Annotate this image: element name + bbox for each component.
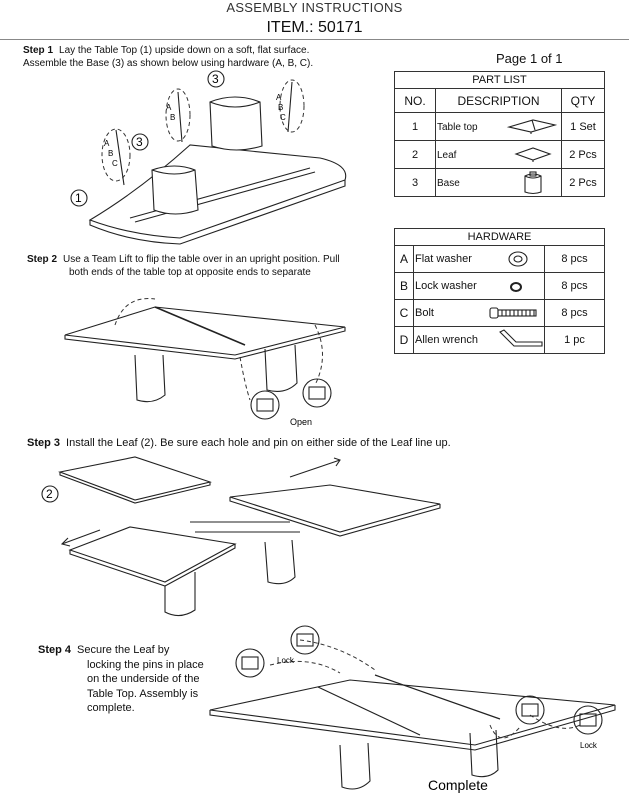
lock-detail-open-2 bbox=[302, 378, 332, 408]
part-no: 3 bbox=[394, 168, 436, 197]
step-2-line1: Use a Team Lift to flip the table over i… bbox=[63, 254, 340, 265]
step-2-illustration: Open bbox=[64, 298, 346, 427]
hw-letter: D bbox=[394, 326, 414, 354]
hw-name: Flat washer bbox=[415, 253, 472, 265]
leaf-part bbox=[57, 456, 212, 501]
svg-text:A: A bbox=[104, 139, 110, 148]
part-desc: Table top bbox=[437, 121, 478, 133]
complete-label: Complete bbox=[428, 777, 488, 793]
hw-qty: 1 pc bbox=[544, 326, 605, 354]
step-4-line1: Secure the Leaf by bbox=[77, 644, 170, 656]
step-1-line1: Lay the Table Top (1) upside down on a s… bbox=[59, 45, 310, 56]
hardware-table: HARDWARE A Flat washer 8 pcs B Lock wash… bbox=[394, 228, 605, 354]
callout-3a bbox=[131, 133, 149, 151]
callout-3b-label: 3 bbox=[212, 72, 219, 86]
step-1-illustration: ABC AB ABC 1 3 3 bbox=[70, 70, 347, 245]
lock-label-2: Lock bbox=[580, 741, 598, 750]
part-no: 2 bbox=[394, 140, 436, 169]
step-2-line2: both ends of the table top at opposite e… bbox=[69, 266, 311, 278]
callout-1 bbox=[70, 189, 88, 207]
hw-letter: C bbox=[394, 299, 414, 327]
part-list-table: PART LIST NO. DESCRIPTION QTY 1 Table to… bbox=[394, 71, 605, 197]
svg-text:C: C bbox=[112, 159, 118, 168]
step-2-label: Step 2 bbox=[27, 254, 58, 265]
svg-text:B: B bbox=[108, 149, 113, 158]
table-row: C Bolt 8 pcs bbox=[394, 299, 605, 327]
part-desc: Leaf bbox=[437, 149, 457, 161]
table-top-icon bbox=[506, 119, 557, 134]
part-list-title: PART LIST bbox=[394, 71, 605, 89]
part-qty: 2 Pcs bbox=[561, 140, 605, 169]
step-4-text: Step 4 Secure the Leaf by locking the pin… bbox=[38, 643, 218, 716]
step-4-illustration: Lock Lock Complete bbox=[209, 625, 616, 793]
table-row: D Allen wrench 1 pc bbox=[394, 326, 605, 354]
table-row: 2 Leaf 2 Pcs bbox=[394, 140, 605, 169]
step-4-line4: Table Top. Assembly is bbox=[87, 687, 199, 700]
leaf-icon bbox=[514, 147, 552, 162]
col-description: DESCRIPTION bbox=[435, 88, 562, 113]
table-row: A Flat washer 8 pcs bbox=[394, 245, 605, 273]
lock-detail-2 bbox=[290, 625, 320, 655]
step-3-label: Step 3 bbox=[27, 437, 61, 449]
step-3-illustration: 2 bbox=[41, 456, 441, 617]
callout-2-label: 2 bbox=[46, 487, 53, 501]
svg-text:B: B bbox=[278, 103, 283, 112]
hw-letter: B bbox=[394, 272, 414, 300]
callout-3a-label: 3 bbox=[136, 135, 143, 149]
svg-text:A: A bbox=[276, 93, 282, 102]
hardware-stack-right: ABC bbox=[276, 79, 305, 133]
step-1-label: Step 1 bbox=[23, 45, 54, 56]
lock-detail-4 bbox=[573, 705, 603, 735]
lock-label-1: Lock bbox=[277, 656, 295, 665]
hardware-stack-mid: AB bbox=[165, 88, 191, 143]
callout-3b bbox=[207, 70, 225, 88]
svg-text:B: B bbox=[170, 113, 175, 122]
step-4-line5: complete. bbox=[87, 702, 135, 714]
step-3-text: Step 3 Install the Leaf (2). Be sure each… bbox=[27, 437, 527, 450]
hw-name: Allen wrench bbox=[415, 334, 478, 346]
page-number: Page 1 of 1 bbox=[496, 51, 563, 66]
part-no: 1 bbox=[394, 112, 436, 141]
step-4-line2: locking the pins in place bbox=[87, 658, 204, 671]
item-number: ITEM.: 50171 bbox=[266, 19, 363, 36]
part-qty: 1 Set bbox=[561, 112, 605, 141]
document-title: ASSEMBLY INSTRUCTIONS bbox=[226, 0, 403, 15]
callout-1-label: 1 bbox=[75, 191, 82, 205]
base-icon bbox=[524, 171, 542, 195]
svg-text:A: A bbox=[166, 103, 172, 112]
lock-washer-icon bbox=[510, 282, 522, 292]
header-divider bbox=[0, 39, 629, 40]
table-row: 1 Table top 1 Set bbox=[394, 112, 605, 141]
hw-name: Bolt bbox=[415, 307, 434, 319]
hardware-stack-left: ABC bbox=[101, 128, 131, 186]
col-qty: QTY bbox=[561, 88, 605, 113]
step-2-text: Step 2 Use a Team Lift to flip the table … bbox=[27, 254, 377, 279]
hw-qty: 8 pcs bbox=[544, 245, 605, 273]
part-qty: 2 Pcs bbox=[561, 168, 605, 197]
callout-2 bbox=[41, 485, 59, 503]
part-desc: Base bbox=[437, 177, 460, 189]
hardware-title: HARDWARE bbox=[394, 228, 605, 246]
lock-detail-open-1 bbox=[250, 390, 280, 420]
open-label: Open bbox=[290, 417, 312, 427]
hw-name: Lock washer bbox=[415, 280, 477, 292]
hw-qty: 8 pcs bbox=[544, 299, 605, 327]
allen-wrench-icon bbox=[499, 329, 543, 347]
step-4-line3: on the underside of the bbox=[87, 673, 200, 685]
step-1-line2: Assemble the Base (3) as shown below usi… bbox=[23, 57, 314, 69]
table-row: 3 Base 2 Pcs bbox=[394, 168, 605, 197]
bolt-icon bbox=[489, 307, 537, 319]
hw-letter: A bbox=[394, 245, 414, 273]
step-3-line1: Install the Leaf (2). Be sure each hole … bbox=[66, 437, 451, 449]
flat-washer-icon bbox=[508, 251, 528, 267]
hw-qty: 8 pcs bbox=[544, 272, 605, 300]
lock-detail-1 bbox=[235, 648, 265, 678]
svg-text:C: C bbox=[280, 113, 286, 122]
step-4-label: Step 4 bbox=[38, 644, 72, 656]
lock-detail-3 bbox=[515, 695, 545, 725]
table-row: B Lock washer 8 pcs bbox=[394, 272, 605, 300]
col-no: NO. bbox=[394, 88, 436, 113]
step-1-text: Step 1 Lay the Table Top (1) upside down … bbox=[23, 45, 383, 70]
